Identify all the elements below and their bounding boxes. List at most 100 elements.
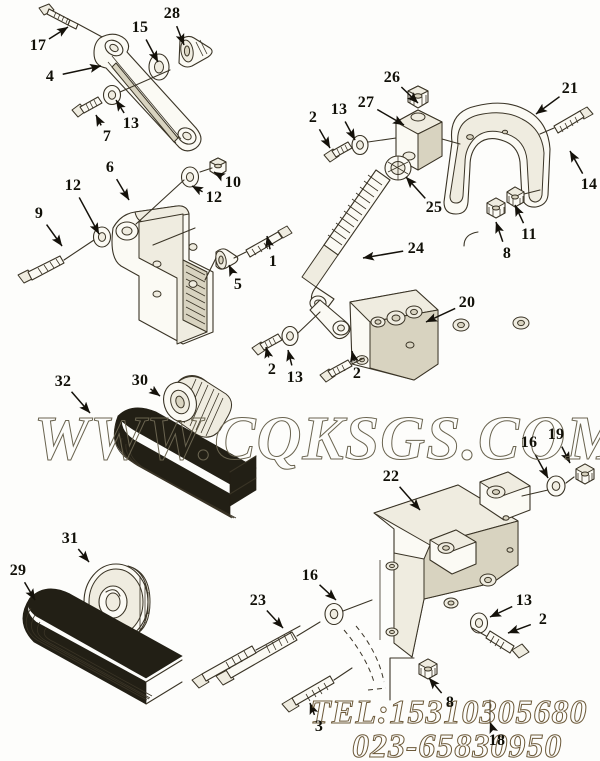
leader-line-14	[569, 150, 584, 175]
part-21-bracket	[443, 102, 551, 332]
callout-number-29: 29	[9, 562, 27, 579]
leader-line-16b	[319, 584, 337, 601]
callout-number-13c: 13	[286, 369, 304, 386]
leader-line-28	[175, 25, 185, 46]
part-19-nut	[575, 463, 595, 485]
leader-line-2c	[349, 350, 359, 363]
part-18-bolt	[191, 625, 301, 689]
leader-line-11	[514, 204, 525, 224]
part-7-bolt	[71, 96, 103, 118]
leader-line-19	[561, 446, 571, 464]
part-3-bolt	[281, 667, 353, 713]
leader-line-25	[405, 176, 426, 199]
part-13-washer-b	[351, 134, 369, 156]
callout-number-31: 31	[61, 530, 79, 547]
leader-line-32	[70, 391, 91, 414]
callout-number-18: 18	[488, 732, 506, 749]
callout-number-13a: 13	[122, 115, 140, 132]
leader-line-8	[495, 221, 504, 242]
callout-number-24: 24	[407, 240, 425, 257]
callout-number-21: 21	[561, 80, 579, 97]
part-12-washer-b	[180, 166, 200, 188]
leader-line-2d	[507, 623, 532, 634]
leader-line-8b	[428, 677, 443, 694]
leader-lines	[23, 25, 584, 734]
callout-number-11: 11	[521, 226, 537, 243]
callout-number-27: 27	[357, 94, 375, 111]
callout-number-16a: 16	[520, 434, 538, 451]
callout-number-4: 4	[45, 68, 55, 85]
callout-number-8: 8	[502, 245, 512, 262]
leader-line-23	[266, 610, 284, 629]
part-10-nut	[209, 157, 227, 177]
part-9-bolt	[17, 239, 95, 284]
callout-number-14: 14	[580, 176, 598, 193]
part-22-bracket	[373, 471, 531, 658]
leader-line-22	[399, 486, 421, 511]
part-15-washer	[148, 53, 170, 81]
leader-line-6	[115, 178, 130, 201]
leader-line-10	[213, 171, 226, 182]
callout-number-6: 6	[105, 159, 115, 176]
leader-line-2a	[318, 128, 331, 149]
callout-number-22: 22	[382, 468, 400, 485]
callout-number-2c: 2	[352, 365, 362, 382]
callout-number-3: 3	[314, 718, 324, 735]
callout-number-30: 30	[131, 372, 149, 389]
callout-number-2a: 2	[308, 109, 318, 126]
part-8-nut-b	[418, 658, 438, 680]
leader-line-15	[145, 39, 159, 63]
callout-number-25: 25	[425, 199, 443, 216]
leader-line-7	[95, 114, 105, 127]
callout-number-19: 19	[547, 426, 565, 443]
part-13-washer-c	[281, 325, 299, 347]
part-16-washer-b	[324, 602, 344, 626]
leader-line-16a	[534, 454, 549, 479]
callout-number-8b: 8	[445, 694, 455, 711]
callout-number-12a: 12	[64, 177, 82, 194]
leader-line-20	[425, 307, 456, 323]
hidden-outline-dashed	[343, 625, 387, 691]
callout-number-10: 10	[224, 174, 242, 191]
part-2-bolt-c	[319, 357, 365, 383]
part-14-bolt	[539, 106, 594, 135]
part-2-bolt-d	[471, 627, 530, 659]
callout-number-7: 7	[102, 128, 112, 145]
callout-number-15: 15	[131, 19, 149, 36]
leader-line-12b	[191, 185, 204, 196]
part-32-belt	[113, 407, 257, 519]
leader-line-9	[45, 224, 63, 247]
leader-line-13a	[115, 99, 126, 114]
leader-line-18	[489, 721, 499, 734]
leader-line-26	[400, 86, 419, 104]
callout-number-32: 32	[54, 373, 72, 390]
callout-number-23: 23	[249, 592, 267, 609]
leader-line-17	[48, 26, 69, 40]
part-6-bracket	[111, 205, 214, 345]
leader-line-13c	[286, 349, 296, 366]
leader-line-30	[148, 385, 161, 397]
leader-line-2b	[264, 346, 274, 359]
leader-line-1	[265, 235, 274, 250]
part-13-washer-a	[102, 84, 122, 106]
leader-line-31	[77, 548, 90, 563]
part-23-bolt	[215, 621, 321, 686]
part-20-plate	[349, 289, 439, 381]
leader-line-12a	[78, 197, 100, 235]
callout-number-9: 9	[34, 205, 44, 222]
part-27-body	[395, 109, 461, 171]
callout-number-26: 26	[383, 69, 401, 86]
leader-line-13d	[489, 605, 513, 618]
part-28-spacer	[178, 35, 213, 68]
part-2-bolt-b	[251, 333, 283, 356]
part-24-screw	[301, 169, 391, 340]
part-13-washer-d	[469, 612, 489, 634]
leader-line-21	[535, 96, 560, 115]
callout-number-16b: 16	[301, 567, 319, 584]
part-25-ball-joint	[384, 155, 412, 181]
leader-line-13b	[344, 121, 356, 141]
callout-number-12b: 12	[205, 189, 223, 206]
leader-line-5	[228, 264, 238, 277]
